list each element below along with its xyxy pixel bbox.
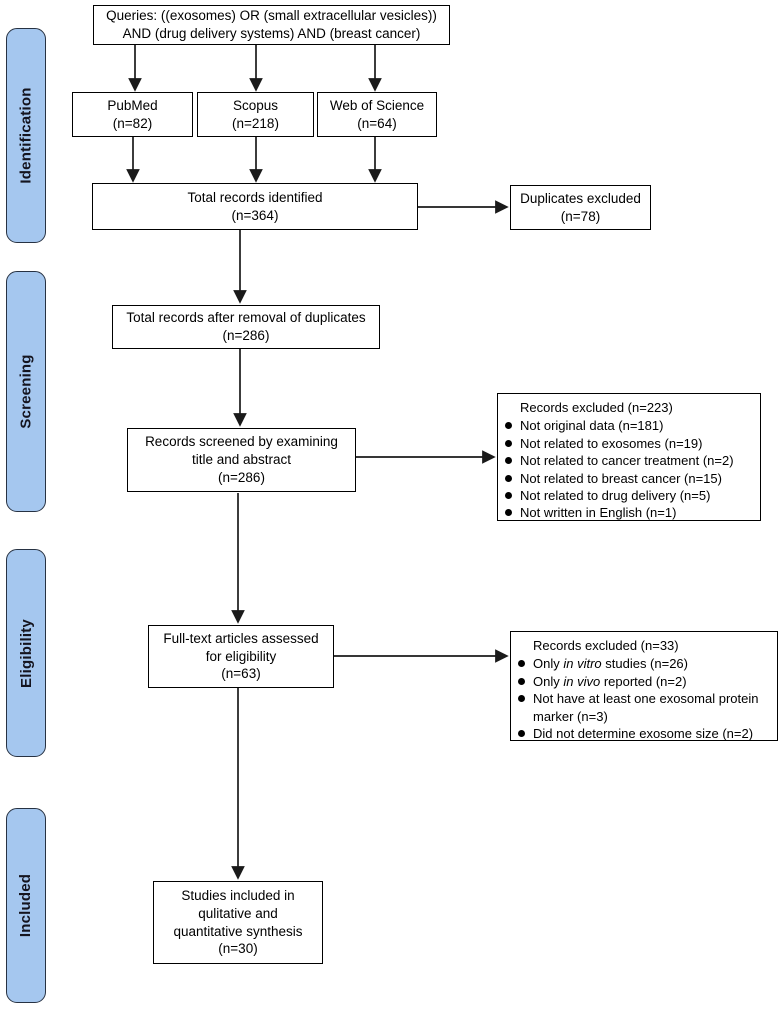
records-screened-box: Records screened by examining title and … xyxy=(127,428,356,492)
box-line: (n=286) xyxy=(222,328,270,343)
duplicates-excluded-box: Duplicates excluded (n=78) xyxy=(510,185,651,230)
bullet-icon xyxy=(505,474,512,482)
box-line: Queries: ((exosomes) OR (small extracell… xyxy=(106,8,437,24)
studies-included-box: Studies included in qulitative and quant… xyxy=(153,881,323,964)
query-box: Queries: ((exosomes) OR (small extracell… xyxy=(93,5,450,45)
total-identified-box: Total records identified (n=364) xyxy=(92,183,418,230)
box-line: Total records after removal of duplicate… xyxy=(126,310,366,326)
list-item: Not have at least one exosomal protein m… xyxy=(517,690,774,725)
box-line: (n=364) xyxy=(231,207,279,223)
box-line: (n=286) xyxy=(218,469,265,485)
stage-label: Identification xyxy=(17,87,35,184)
excluded-title: Records excluded (n=223) xyxy=(520,400,673,415)
stage-identification: Identification xyxy=(6,28,46,243)
stage-label: Screening xyxy=(17,354,35,429)
bullet-icon xyxy=(518,677,525,685)
pubmed-box: PubMed (n=82) xyxy=(72,92,193,137)
excluded-title: Records excluded (n=33) xyxy=(533,638,679,653)
list-item: Not related to breast cancer (n=15) xyxy=(504,470,757,487)
box-line: Duplicates excluded xyxy=(520,190,641,206)
scopus-box: Scopus (n=218) xyxy=(197,92,314,137)
box-line: qulitative and xyxy=(198,905,278,921)
text-post: reported (n=2) xyxy=(600,673,687,689)
bullet-icon xyxy=(505,439,512,447)
fulltext-assessed-box: Full-text articles assessed for eligibil… xyxy=(148,625,334,688)
list-item-text: Not related to breast cancer (n=15) xyxy=(520,470,722,486)
stage-included: Included xyxy=(6,808,46,1003)
box-line: (n=30) xyxy=(218,941,258,957)
list-item: Not related to drug delivery (n=5) xyxy=(504,487,757,504)
bullet-icon xyxy=(518,695,525,703)
stage-label: Eligibility xyxy=(17,618,35,688)
web-of-science-box: Web of Science (n=64) xyxy=(317,92,437,137)
eligibility-excluded-box: Records excluded (n=33) Only in vitro st… xyxy=(510,631,778,741)
list-item-text: Did not determine exosome size (n=2) xyxy=(533,726,754,742)
box-line: (n=64) xyxy=(357,115,397,131)
after-duplicates-box: Total records after removal of duplicate… xyxy=(112,305,380,349)
box-line: Web of Science xyxy=(329,97,425,113)
box-line: (n=63) xyxy=(221,666,261,682)
stage-eligibility: Eligibility xyxy=(6,549,46,757)
box-line: Full-text articles assessed xyxy=(163,630,319,646)
box-line: (n=78) xyxy=(560,208,601,224)
box-line: (n=218) xyxy=(232,115,279,131)
list-item: Not written in English (n=1) xyxy=(504,504,757,521)
list-item: Only in vitro studies (n=26) xyxy=(517,655,774,672)
list-item-text: Only in vitro studies (n=26) xyxy=(533,655,774,672)
list-item: Not related to exosomes (n=19) xyxy=(504,435,757,452)
stage-label: Included xyxy=(17,873,35,938)
list-item-text: Not original data (n=181) xyxy=(520,418,664,434)
box-line: quantitative synthesis xyxy=(173,923,303,939)
text-italic: in vivo xyxy=(563,673,601,689)
box-line: Total records identified xyxy=(187,189,323,205)
box-line: AND (drug delivery systems) AND (breast … xyxy=(122,26,421,41)
stage-screening: Screening xyxy=(6,271,46,512)
box-line: for eligibility xyxy=(205,648,277,664)
bullet-icon xyxy=(505,457,512,465)
bullet-icon xyxy=(505,509,512,517)
screening-excluded-box: Records excluded (n=223) Not original da… xyxy=(497,393,761,521)
list-item-text: Not have at least one exosomal protein m… xyxy=(533,691,759,724)
bullet-icon xyxy=(518,660,525,668)
box-line: Scopus xyxy=(232,97,279,113)
box-line: (n=82) xyxy=(112,115,153,131)
list-item: Did not determine exosome size (n=2) xyxy=(517,725,774,742)
list-item-text: Not related to drug delivery (n=5) xyxy=(520,488,711,504)
list-item-text: Not written in English (n=1) xyxy=(520,505,677,521)
list-item-text: Only in vivo reported (n=2) xyxy=(533,673,774,690)
bullet-icon xyxy=(518,730,525,738)
list-item-text: Not related to cancer treatment (n=2) xyxy=(520,453,734,469)
text-italic: in vitro xyxy=(563,656,602,672)
list-item-text: Not related to exosomes (n=19) xyxy=(520,435,703,451)
bullet-icon xyxy=(505,492,512,500)
list-item: Not original data (n=181) xyxy=(504,417,757,434)
box-line: Records screened by examining xyxy=(145,434,338,450)
bullet-icon xyxy=(505,422,512,430)
list-item: Not related to cancer treatment (n=2) xyxy=(504,452,757,469)
box-line: title and abstract xyxy=(191,452,292,468)
box-line: Studies included in xyxy=(181,887,295,903)
list-item: Only in vivo reported (n=2) xyxy=(517,673,774,690)
box-line: PubMed xyxy=(107,97,158,113)
text-pre: Only xyxy=(533,656,564,672)
text-pre: Only xyxy=(533,673,564,689)
text-post: studies (n=26) xyxy=(601,656,688,672)
